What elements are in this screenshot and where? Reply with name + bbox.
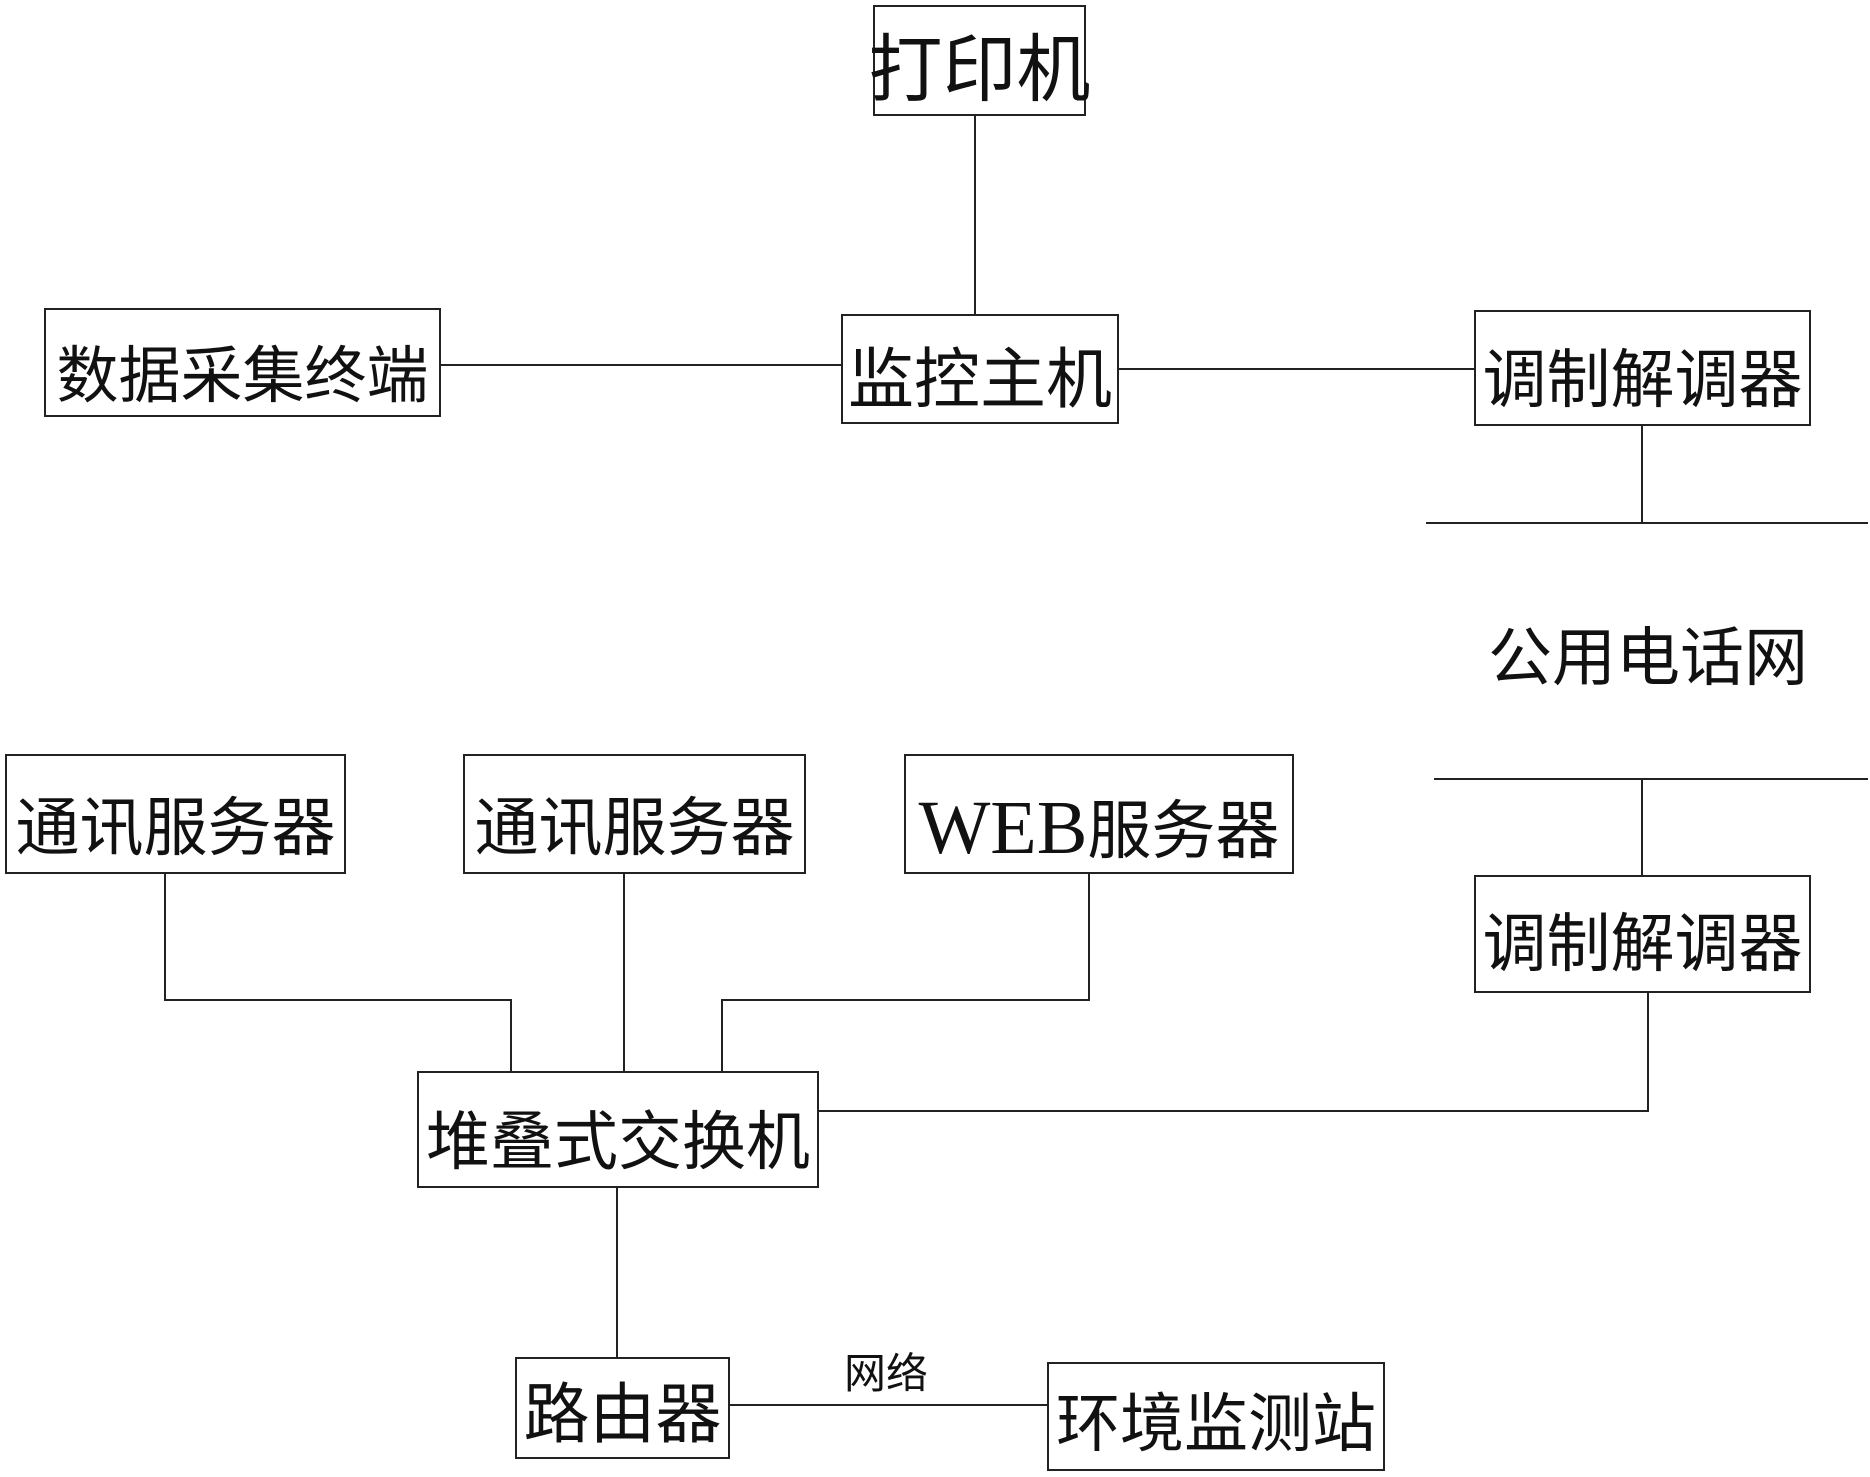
router-box xyxy=(515,1357,730,1459)
data-terminal-box xyxy=(44,308,441,417)
web-server-node: WEB服务器 xyxy=(904,754,1294,874)
env-station-node: 环境监测站 xyxy=(1047,1362,1385,1471)
modem-bottom-node: 调制解调器 xyxy=(1474,875,1811,993)
router-node: 路由器 xyxy=(515,1357,730,1459)
comm-server-1-node: 通讯服务器 xyxy=(5,754,346,874)
public-network-label: 公用电话网 xyxy=(1488,622,1808,696)
comm-server-2-node: 通讯服务器 xyxy=(463,754,806,874)
stack-switch-node: 堆叠式交换机 xyxy=(417,1071,819,1188)
modem-top-node: 调制解调器 xyxy=(1474,310,1811,426)
stack-switch-box xyxy=(417,1071,819,1188)
env-station-box xyxy=(1047,1362,1385,1471)
modem-bottom-label: 调制解调器 xyxy=(1483,908,1803,982)
printer-node: 打印机 xyxy=(869,5,1091,116)
printer-label: 打印机 xyxy=(869,27,1091,113)
data-terminal-label: 数据采集终端 xyxy=(56,339,428,412)
env-station-label: 环境监测站 xyxy=(1056,1388,1376,1462)
network-link-label: 网络 xyxy=(844,1349,928,1398)
modem-bottom-box xyxy=(1474,875,1811,993)
printer-box xyxy=(873,5,1086,116)
comm-server-2-box xyxy=(463,754,806,874)
link-comm1-switch xyxy=(164,873,512,1072)
data-terminal-node: 数据采集终端 xyxy=(44,308,441,417)
connectors xyxy=(164,115,1868,1406)
monitor-host-node: 监控主机 xyxy=(841,314,1119,424)
web-server-label-prefix: WEB xyxy=(919,786,1088,870)
comm-server-2-label: 通讯服务器 xyxy=(475,792,795,866)
stack-switch-label: 堆叠式交换机 xyxy=(426,1106,810,1180)
monitor-host-box xyxy=(841,314,1119,424)
web-server-box xyxy=(904,754,1294,874)
link-web-switch xyxy=(721,873,1090,1072)
modem-top-label: 调制解调器 xyxy=(1483,344,1803,418)
comm-server-1-box xyxy=(5,754,346,874)
monitor-host-label: 监控主机 xyxy=(848,341,1112,418)
router-label: 路由器 xyxy=(524,1376,722,1453)
modem-top-box xyxy=(1474,310,1811,426)
link-modem-bottom-switch xyxy=(818,992,1649,1112)
comm-server-1-label: 通讯服务器 xyxy=(16,792,336,866)
web-server-label-suffix: 服务器 xyxy=(1087,795,1279,869)
web-server-label: WEB服务器 xyxy=(919,786,1280,870)
